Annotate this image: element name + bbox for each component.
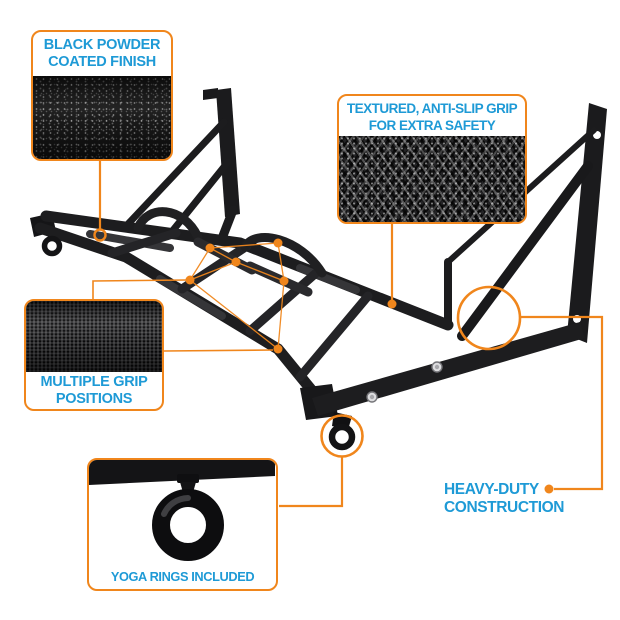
yoga-ring-detail-art xyxy=(89,460,275,561)
yoga-ring-highlight-circle xyxy=(320,414,364,458)
ring-sheen xyxy=(161,495,191,517)
feature-annotations xyxy=(92,160,604,508)
bar-closeup xyxy=(89,460,275,485)
heavy-duty-line2: CONSTRUCTION xyxy=(444,498,565,516)
heavy-duty-line1: HEAVY-DUTY xyxy=(444,481,539,498)
callout-multiple-grip-positions: MULTIPLE GRIP POSITIONS xyxy=(24,299,164,411)
powder-coat-texture-swatch xyxy=(33,76,171,159)
narrow-grip-bar xyxy=(86,230,174,252)
right-wall-bracket xyxy=(444,103,607,343)
hex-bolt xyxy=(431,361,443,373)
grip-position-dots xyxy=(185,238,289,354)
hex-bolt xyxy=(366,391,378,403)
yoga-ring-left xyxy=(41,235,63,257)
callout-grip-line1: TEXTURED, ANTI-SLIP GRIP xyxy=(346,101,518,116)
callout-powder-line1: BLACK POWDER xyxy=(43,37,161,53)
callout-yoga-label: YOGA RINGS INCLUDED xyxy=(110,569,255,584)
bottom-mount-rail xyxy=(312,322,585,416)
callout-grip-line2: FOR EXTRA SAFETY xyxy=(368,118,496,133)
callout-powder-text: BLACK POWDER COATED FINISH xyxy=(33,32,171,76)
ring-mount xyxy=(177,474,199,483)
callout-multi-text: MULTIPLE GRIP POSITIONS xyxy=(26,372,162,409)
callout-multi-line1: MULTIPLE GRIP xyxy=(40,373,148,390)
callout-multi-line2: POSITIONS xyxy=(55,390,133,407)
pullup-bar-frame xyxy=(30,88,607,451)
grip-rung-3 xyxy=(245,268,321,336)
callout-anti-slip-grip: TEXTURED, ANTI-SLIP GRIP FOR EXTRA SAFET… xyxy=(337,94,527,224)
heavy-duty-label: HEAVY-DUTY CONSTRUCTION xyxy=(444,481,564,516)
heavy-duty-leader-line xyxy=(521,315,604,491)
callout-yoga-rings: YOGA RINGS INCLUDED xyxy=(87,458,278,591)
rear-rail xyxy=(40,210,454,331)
multi-grip-leader-top xyxy=(92,279,187,300)
callout-black-powder-finish: BLACK POWDER COATED FINISH xyxy=(31,30,173,161)
knurled-texture-swatch xyxy=(339,136,525,222)
yoga-leader-line xyxy=(279,457,344,508)
diagonal-brace xyxy=(457,161,593,341)
curved-handle-left xyxy=(133,207,203,242)
yoga-ring-right xyxy=(328,423,356,451)
brace-highlight-circle xyxy=(456,285,522,351)
callout-powder-line2: COATED FINISH xyxy=(48,54,156,70)
grip-rung-4 xyxy=(295,291,373,382)
multi-grip-leader-right xyxy=(163,349,274,352)
callout-grip-text: TEXTURED, ANTI-SLIP GRIP FOR EXTRA SAFET… xyxy=(339,96,525,136)
heavy-duty-point-dot xyxy=(544,484,554,494)
fine-knurl-texture-swatch xyxy=(26,301,162,372)
main-frame xyxy=(30,207,585,451)
grip-texture-point-dot xyxy=(387,299,397,309)
grip-rung-1 xyxy=(107,228,181,258)
powder-point-marker xyxy=(93,228,107,242)
